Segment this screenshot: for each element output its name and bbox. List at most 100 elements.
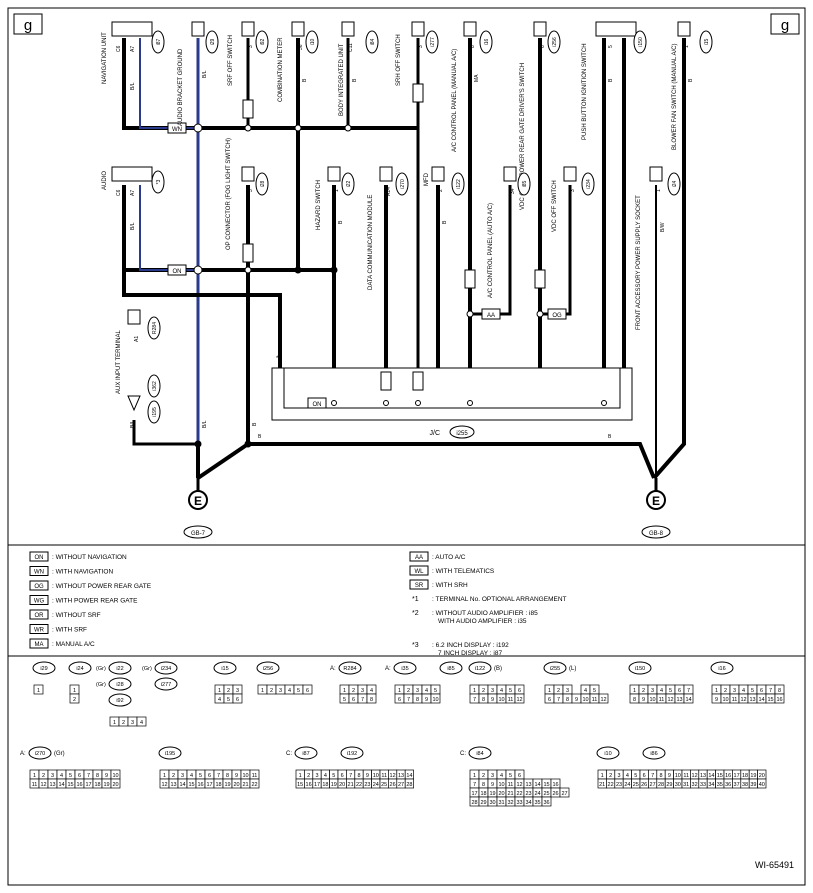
pin-number: 7: [769, 688, 772, 694]
pin-number: 11: [592, 697, 598, 703]
pin-number: 35: [534, 800, 540, 806]
pin-number: 1: [633, 688, 636, 694]
pin-number: 27: [561, 791, 567, 797]
pin-number: 15: [767, 697, 773, 703]
pin-number: 29: [666, 782, 672, 788]
svg-text:i270: i270: [400, 179, 406, 189]
pin-number: 2: [73, 697, 76, 703]
pin-number: 23: [525, 791, 531, 797]
pin-number: 9: [235, 773, 238, 779]
tag-without-power-rear-gate-text: OG: [552, 313, 562, 319]
pin-number: 40: [759, 782, 765, 788]
pin-number: 9: [366, 773, 369, 779]
pin-number: 5: [509, 773, 512, 779]
svg-text:i150: i150: [638, 37, 644, 47]
pin-number: 6: [678, 688, 681, 694]
pin-number: 2: [407, 688, 410, 694]
svg-text:i256: i256: [552, 37, 558, 47]
junction-box: [271, 367, 633, 421]
pin-number: 8: [96, 773, 99, 779]
legend-tag-box: [409, 579, 429, 590]
pin-number: 4: [60, 773, 63, 779]
legend-tag: *2: [412, 610, 419, 617]
pin-number: 3: [491, 688, 494, 694]
pin-number: 5: [343, 697, 346, 703]
page-frame: [7, 7, 806, 886]
label-body-integrated-unit: BODY INTEGRATED UNIT: [339, 43, 345, 116]
pin-number: 18: [94, 782, 100, 788]
connector-label: i234: [161, 666, 171, 672]
legend-tag: MA: [35, 642, 44, 648]
tag-auto-ac: [481, 308, 501, 320]
pin-number: 1: [473, 773, 476, 779]
legend-item: WN: WITH NAVIGATION: [29, 566, 113, 576]
pin-number: 1: [113, 720, 116, 726]
connector-prefix: C:: [460, 751, 466, 757]
svg-text:i277: i277: [430, 37, 436, 47]
svg-text:B: B: [352, 78, 358, 82]
pin-number: 6: [341, 773, 344, 779]
pin-number: 3: [315, 773, 318, 779]
tag-with-srh: [412, 83, 424, 103]
svg-text:3: 3: [570, 189, 576, 192]
page-letter-right: g: [781, 17, 789, 34]
legend-text: : AUTO A/C: [432, 554, 466, 561]
svg-text:B/L: B/L: [130, 222, 136, 230]
ground-gb8: E GB-8: [641, 478, 671, 539]
svg-text:B: B: [258, 434, 262, 440]
pin-number: 12: [600, 697, 606, 703]
aux-input-symbol: [127, 395, 141, 412]
pin-number: 7: [217, 773, 220, 779]
pin-number: 19: [224, 782, 230, 788]
junction-label: J/C: [430, 430, 441, 437]
pin-number: 19: [750, 773, 756, 779]
pin-number: 1: [163, 773, 166, 779]
pin-number: 12: [161, 782, 167, 788]
label-srh-off-switch: SRH OFF SWITCH: [396, 34, 402, 86]
legend-tag: AA: [415, 555, 423, 561]
label-data-communication-module: DATA COMMUNICATION MODULE: [368, 195, 374, 290]
pin-number: 27: [650, 782, 656, 788]
pin-number: 7: [557, 697, 560, 703]
svg-text:1: 1: [656, 189, 662, 192]
pin-number: 31: [683, 782, 689, 788]
pin-number: 4: [324, 773, 327, 779]
ground-gb7-symbol: E: [194, 494, 202, 508]
pin-number: 3: [236, 688, 239, 694]
label-blower-fan-switch: BLOWER FAN SWITCH (MANUAL A/C): [672, 44, 678, 150]
pin-number: 3: [566, 688, 569, 694]
pin-number: 3: [279, 688, 282, 694]
pin-number: 4: [190, 773, 193, 779]
pin-number: 7: [349, 773, 352, 779]
legend-item: SR: WITH SRH: [409, 579, 468, 590]
pin-number: 16: [76, 782, 82, 788]
pin-number: 24: [373, 782, 379, 788]
pin-number: 1: [299, 773, 302, 779]
pin-number: 10: [242, 773, 248, 779]
pin-number: 6: [643, 773, 646, 779]
svg-text:B: B: [338, 220, 344, 224]
connector-label: i29: [40, 666, 47, 672]
pin-number: 14: [758, 697, 764, 703]
pin-number: 8: [659, 773, 662, 779]
connector-label: i85: [447, 666, 454, 672]
label-vdc-off-power-rear-gate: VDC OFF & POWER REAR GATE DRIVER'S SWITC…: [520, 63, 526, 210]
pin-number: 2: [352, 688, 355, 694]
pin-number: 13: [749, 697, 755, 703]
legend-tag: WL: [415, 569, 425, 575]
junction-star: *1: [276, 356, 282, 362]
pin-number: 39: [750, 782, 756, 788]
pin-number: 2: [642, 688, 645, 694]
pin-number: 10: [498, 697, 504, 703]
pin-number: 34: [525, 800, 531, 806]
svg-text:5: 5: [608, 45, 614, 48]
pin-number: 10: [112, 773, 118, 779]
svg-text:i22: i22: [346, 180, 352, 187]
pin-number: 14: [179, 782, 185, 788]
pin-number: 2: [482, 773, 485, 779]
tag-jc-without-nav-text: ON: [313, 402, 322, 408]
pin-number: 10: [649, 697, 655, 703]
ground-gb8-code: GB-8: [649, 531, 664, 537]
